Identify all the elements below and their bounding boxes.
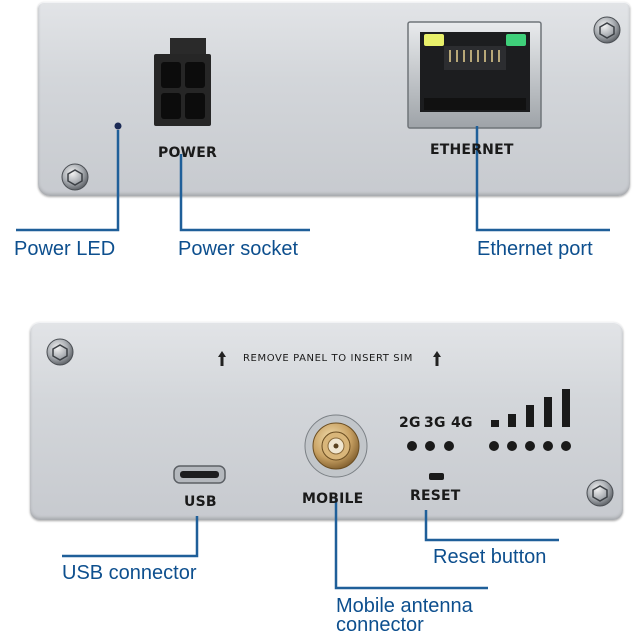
network-label-3g: 3G bbox=[424, 415, 446, 431]
power-led-icon bbox=[114, 122, 122, 130]
callout-usb-connector: USB connector bbox=[62, 562, 197, 584]
screw-icon bbox=[46, 338, 74, 366]
callout-mobile-antenna-line2: connector bbox=[336, 614, 424, 636]
callout-power-socket: Power socket bbox=[178, 238, 299, 260]
network-led-icon bbox=[407, 441, 454, 451]
callout-lines bbox=[16, 126, 610, 590]
arrow-up-icon bbox=[218, 351, 226, 366]
arrow-up-icon bbox=[433, 351, 441, 366]
ethernet-led-icon bbox=[424, 34, 444, 46]
usb-port-icon bbox=[173, 465, 226, 484]
callout-mobile-antenna-line1: Mobile antenna bbox=[336, 595, 473, 617]
network-label-4g: 4G bbox=[451, 415, 473, 431]
sim-notice: REMOVE PANEL TO INSERT SIM bbox=[243, 353, 413, 364]
signal-strength-icon bbox=[489, 389, 571, 451]
network-label-2g: 2G bbox=[399, 415, 421, 431]
mobile-label: MOBILE bbox=[302, 491, 364, 507]
ethernet-led-icon bbox=[506, 34, 526, 46]
callout-power-led: Power LED bbox=[14, 238, 116, 260]
antenna-connector-icon bbox=[304, 414, 368, 478]
reset-label: RESET bbox=[410, 488, 461, 504]
screw-icon bbox=[61, 163, 89, 191]
ethernet-port-icon bbox=[407, 21, 542, 129]
reset-button-icon bbox=[429, 473, 444, 480]
power-socket-icon bbox=[154, 38, 211, 126]
usb-label: USB bbox=[184, 494, 217, 510]
power-label: POWER bbox=[158, 145, 217, 161]
callout-ethernet-port: Ethernet port bbox=[477, 238, 593, 260]
screw-icon bbox=[586, 479, 614, 507]
ethernet-label: ETHERNET bbox=[430, 142, 514, 158]
screw-icon bbox=[593, 16, 621, 44]
callout-reset-button: Reset button bbox=[433, 546, 547, 568]
